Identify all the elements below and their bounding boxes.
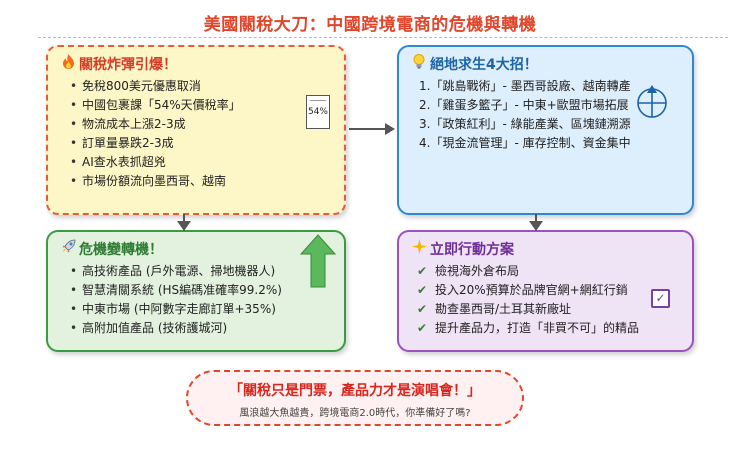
list-item: 4.「現金流管理」- 庫存控制、資金集中 xyxy=(419,136,631,150)
closing-quote: 「關稅只是門票，產品力才是演唱會！」 xyxy=(229,383,481,399)
actions-list: ✔ 檢視海外倉布局 ✔ 投入20%預算於品牌官網+網紅行銷 ✔ 勘查墨西哥/土耳其新廠… xyxy=(417,262,639,338)
actions-heading-text: 立即行動方案 xyxy=(430,242,514,258)
checkbox-icon: ✓ xyxy=(651,289,670,308)
rocket-icon xyxy=(60,239,76,258)
right-arrow-icon xyxy=(349,123,395,135)
check-icon: ✔ xyxy=(417,264,428,278)
impact-heading: 關稅炸彈引爆！ xyxy=(60,54,177,74)
opportunity-heading: 危機變轉機！ xyxy=(60,239,163,259)
list-item-text: 檢視海外倉布局 xyxy=(435,264,520,278)
list-item: 高附加值產品 (技術護城河) xyxy=(70,319,282,338)
list-item-text: 勘查墨西哥/土耳其新廠址 xyxy=(435,302,572,316)
opportunity-list: 高技術產品 (戶外電源、掃地機器人) 智慧清關系統 (HS編碼准確率99.2%)… xyxy=(70,262,282,338)
page-title: 美國關稅大刀：中國跨境電商的危機與轉機 xyxy=(203,15,537,35)
list-item: 高技術產品 (戶外電源、掃地機器人) xyxy=(70,262,282,281)
actions-heading: 立即行動方案 xyxy=(411,239,514,259)
list-item: 訂單量暴跌2-3成 xyxy=(70,134,241,153)
sparkle-icon xyxy=(411,239,427,258)
strategies-heading: 絕地求生4大招！ xyxy=(411,54,538,74)
list-item: 中國包裹課「54%天價稅率」 xyxy=(70,96,241,115)
impact-panel: 關稅炸彈引爆！ 免稅800美元優惠取消 中國包裹課「54%天價稅率」 物流成本上… xyxy=(46,45,346,215)
list-item: 1.「跳島戰術」- 墨西哥設廠、越南轉產 xyxy=(419,79,631,93)
list-item: ✔ 勘查墨西哥/土耳其新廠址 xyxy=(417,300,639,319)
down-arrow-left-icon xyxy=(177,214,191,231)
tariff-document-icon: 54% xyxy=(306,95,330,129)
title-divider xyxy=(38,37,728,38)
list-item: ✔ 投入20%預算於品牌官網+網紅行銷 xyxy=(417,281,639,300)
actions-panel: 立即行動方案 ✔ 檢視海外倉布局 ✔ 投入20%預算於品牌官網+網紅行銷 ✔ 勘查墨西… xyxy=(397,230,694,352)
tariff-badge-text: 54% xyxy=(307,107,328,117)
list-item-text: 投入20%預算於品牌官網+網紅行銷 xyxy=(435,283,628,297)
list-item: 免稅800美元優惠取消 xyxy=(70,77,241,96)
down-arrow-right-icon xyxy=(529,214,543,231)
list-item-text: 提升產品力，打造「非買不可」的精品 xyxy=(435,321,640,335)
list-item: AI查水表抓超兇 xyxy=(70,153,241,172)
impact-list: 免稅800美元優惠取消 中國包裹課「54%天價稅率」 物流成本上漲2-3成 訂單… xyxy=(70,77,241,191)
closing-quote-box: 「關稅只是門票，產品力才是演唱會！」 風浪越大魚越貴，跨境電商2.0時代，你準備… xyxy=(186,370,524,426)
list-item: ✔ 檢視海外倉布局 xyxy=(417,262,639,281)
strategies-list: 1.「跳島戰術」- 墨西哥設廠、越南轉產 2.「雞蛋多籃子」- 中東+歐盟市場拓… xyxy=(419,77,631,153)
closing-subtitle: 風浪越大魚越貴，跨境電商2.0時代，你準備好了嗎? xyxy=(239,408,471,419)
check-icon: ✔ xyxy=(417,321,428,335)
list-item: 智慧清關系統 (HS編碼准確率99.2%) xyxy=(70,281,282,300)
compass-icon xyxy=(637,85,667,118)
check-icon: ✔ xyxy=(417,302,428,316)
impact-heading-text: 關稅炸彈引爆！ xyxy=(79,57,177,73)
list-item: 物流成本上漲2-3成 xyxy=(70,115,241,134)
strategies-panel: 絕地求生4大招！ 1.「跳島戰術」- 墨西哥設廠、越南轉產 2.「雞蛋多籃子」-… xyxy=(397,45,694,215)
list-item: ✔ 提升產品力，打造「非買不可」的精品 xyxy=(417,319,639,338)
list-item: 3.「政策紅利」- 綠能產業、區塊鏈溯源 xyxy=(419,117,631,131)
opportunity-panel: 危機變轉機！ 高技術產品 (戶外電源、掃地機器人) 智慧清關系統 (HS編碼准確… xyxy=(46,230,346,352)
lightbulb-icon xyxy=(411,54,427,73)
list-item: 2.「雞蛋多籃子」- 中東+歐盟市場拓展 xyxy=(419,98,629,112)
fire-icon xyxy=(60,54,76,73)
list-item: 市場份額流向墨西哥、越南 xyxy=(70,172,241,191)
opportunity-heading-text: 危機變轉機！ xyxy=(79,242,163,258)
growth-arrow-icon xyxy=(300,234,336,288)
list-item: 中東市場 (中阿數字走廊訂單+35%) xyxy=(70,300,282,319)
strategies-heading-text: 絕地求生4大招！ xyxy=(430,57,538,73)
check-icon: ✔ xyxy=(417,283,428,297)
